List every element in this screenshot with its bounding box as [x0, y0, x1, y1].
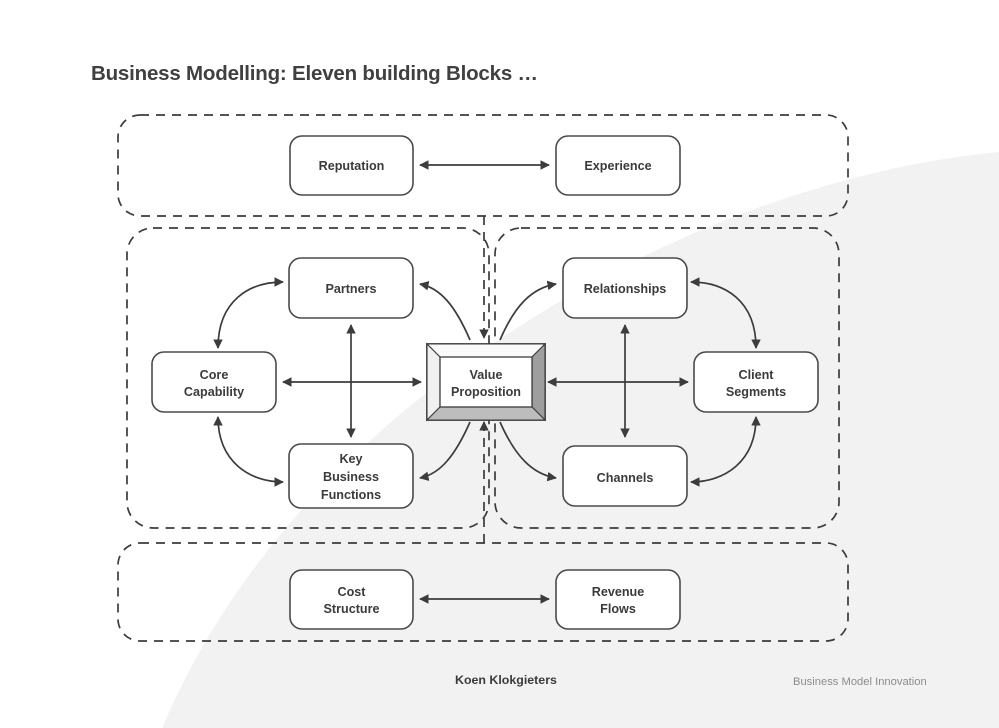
- node-cost-structure-label-line2: Structure: [324, 602, 380, 616]
- edge-core-capability-to-partners: [213, 277, 284, 349]
- node-relationships-label: Relationships: [584, 282, 667, 296]
- footer-tagline: Business Model Innovation: [793, 676, 927, 688]
- node-reputation-label: Reputation: [319, 159, 385, 173]
- node-revenue-flows-label-line1: Revenue: [592, 585, 645, 599]
- node-core-capability-label-line2: Capability: [184, 385, 244, 399]
- value-proposition-inner-face: [439, 356, 533, 408]
- node-reputation[interactable]: Reputation: [289, 135, 414, 196]
- page-title: Business Modelling: Eleven building Bloc…: [91, 62, 538, 85]
- node-core-capability[interactable]: Core Capability: [151, 351, 277, 413]
- node-value-proposition-label-line1: Value: [470, 368, 503, 382]
- node-value-proposition-label-line2: Proposition: [451, 385, 521, 399]
- node-key-business-functions-label-line2: Business: [323, 470, 379, 484]
- value-proposition-bevel-top: [425, 343, 547, 358]
- node-channels-label: Channels: [597, 471, 654, 485]
- node-relationships[interactable]: Relationships: [562, 257, 688, 319]
- footer-author: Koen Klokgieters: [455, 673, 557, 687]
- bottom-group-container: [117, 542, 849, 642]
- node-experience-label: Experience: [584, 159, 651, 173]
- edge-value-proposition-to-relationships: [499, 280, 557, 341]
- edge-value-proposition-to-channels: [499, 421, 557, 482]
- edge-core-capability-to-key-business-functions: [213, 416, 284, 487]
- node-value-proposition[interactable]: Value Proposition: [425, 342, 547, 422]
- node-revenue-flows-label-line2: Flows: [600, 602, 636, 616]
- node-client-segments[interactable]: Client Segments: [693, 351, 819, 413]
- node-experience[interactable]: Experience: [555, 135, 681, 196]
- node-cost-structure[interactable]: Cost Structure: [289, 569, 414, 630]
- node-client-segments-label-line1: Client: [739, 368, 775, 382]
- node-core-capability-label-line1: Core: [200, 368, 229, 382]
- node-key-business-functions-label-line3: Functions: [321, 488, 381, 502]
- edge-client-segments-to-channels: [690, 416, 761, 487]
- edge-client-segments-to-relationships: [690, 277, 761, 349]
- node-key-business-functions[interactable]: Key Business Functions: [288, 443, 414, 509]
- node-revenue-flows[interactable]: Revenue Flows: [555, 569, 681, 630]
- value-proposition-bevel-bottom: [425, 406, 547, 421]
- edge-value-proposition-to-key-business-functions: [419, 421, 471, 481]
- node-partners-label: Partners: [325, 282, 376, 296]
- node-client-segments-label-line2: Segments: [726, 385, 786, 399]
- node-partners[interactable]: Partners: [288, 257, 414, 319]
- edge-value-proposition-to-partners: [419, 281, 471, 341]
- node-key-business-functions-label-line1: Key: [339, 452, 362, 466]
- top-group-container: [117, 114, 849, 217]
- node-channels[interactable]: Channels: [562, 445, 688, 507]
- node-cost-structure-label-line1: Cost: [338, 585, 367, 599]
